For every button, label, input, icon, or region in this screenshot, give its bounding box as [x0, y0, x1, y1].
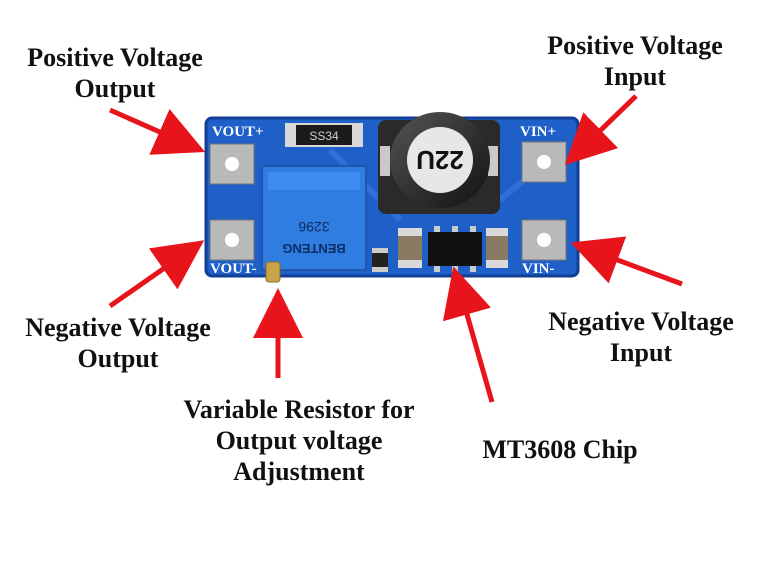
label-negative-voltage-input: Negative Voltage Input — [524, 306, 758, 368]
arrow-negative-output — [108, 240, 205, 309]
terminal-pad-vout-plus — [209, 143, 255, 185]
arrow-mt3608-chip — [442, 266, 495, 403]
label-variable-resistor: Variable Resistor for Output voltage Adj… — [148, 394, 450, 487]
label-line: Negative Voltage — [548, 307, 734, 336]
inductor-marking: 22U — [416, 145, 464, 175]
label-line: MT3608 Chip — [482, 435, 638, 464]
arrow-negative-input — [570, 236, 683, 287]
label-line: Variable Resistor for — [183, 395, 415, 424]
label-positive-voltage-input: Positive Voltage Input — [524, 30, 746, 92]
label-line: Output voltage — [215, 426, 383, 455]
diode-ss34: SS34 — [285, 123, 363, 147]
terminal-pad-vin-minus — [521, 219, 567, 261]
terminal-pad-vin-plus — [521, 141, 567, 183]
label-line: Positive Voltage — [27, 43, 203, 72]
mt3608-chip-body — [428, 226, 482, 272]
pot-brand: BENTENG — [282, 241, 346, 256]
silk-vin-minus: VIN- — [522, 261, 555, 277]
pot-code: 3296 — [298, 219, 329, 235]
silk-vout-plus: VOUT+ — [212, 124, 264, 140]
smd-capacitor-left — [398, 228, 422, 268]
inductor: 22U — [378, 112, 500, 214]
terminal-pad-vout-minus — [209, 219, 255, 261]
arrow-positive-input — [564, 94, 638, 165]
label-line: Input — [603, 62, 667, 91]
label-line: Output — [77, 344, 159, 373]
label-negative-voltage-output: Negative Voltage Output — [2, 312, 234, 374]
label-positive-voltage-output: Positive Voltage Output — [6, 42, 224, 104]
smd-capacitor-right — [486, 228, 508, 268]
smd-resistor — [372, 248, 388, 272]
label-mt3608-chip: MT3608 Chip — [462, 434, 658, 465]
label-line: Output — [74, 74, 156, 103]
silk-vin-plus: VIN+ — [520, 124, 556, 140]
label-line: Positive Voltage — [547, 31, 723, 60]
label-line: Input — [609, 338, 673, 367]
silk-vout-minus: VOUT- — [210, 261, 257, 277]
arrow-positive-output — [108, 107, 206, 155]
diode-marking: SS34 — [309, 129, 339, 143]
label-line: Negative Voltage — [25, 313, 211, 342]
label-line: Adjustment — [233, 457, 365, 486]
potentiometer: 3296 BENTENG — [261, 165, 367, 283]
